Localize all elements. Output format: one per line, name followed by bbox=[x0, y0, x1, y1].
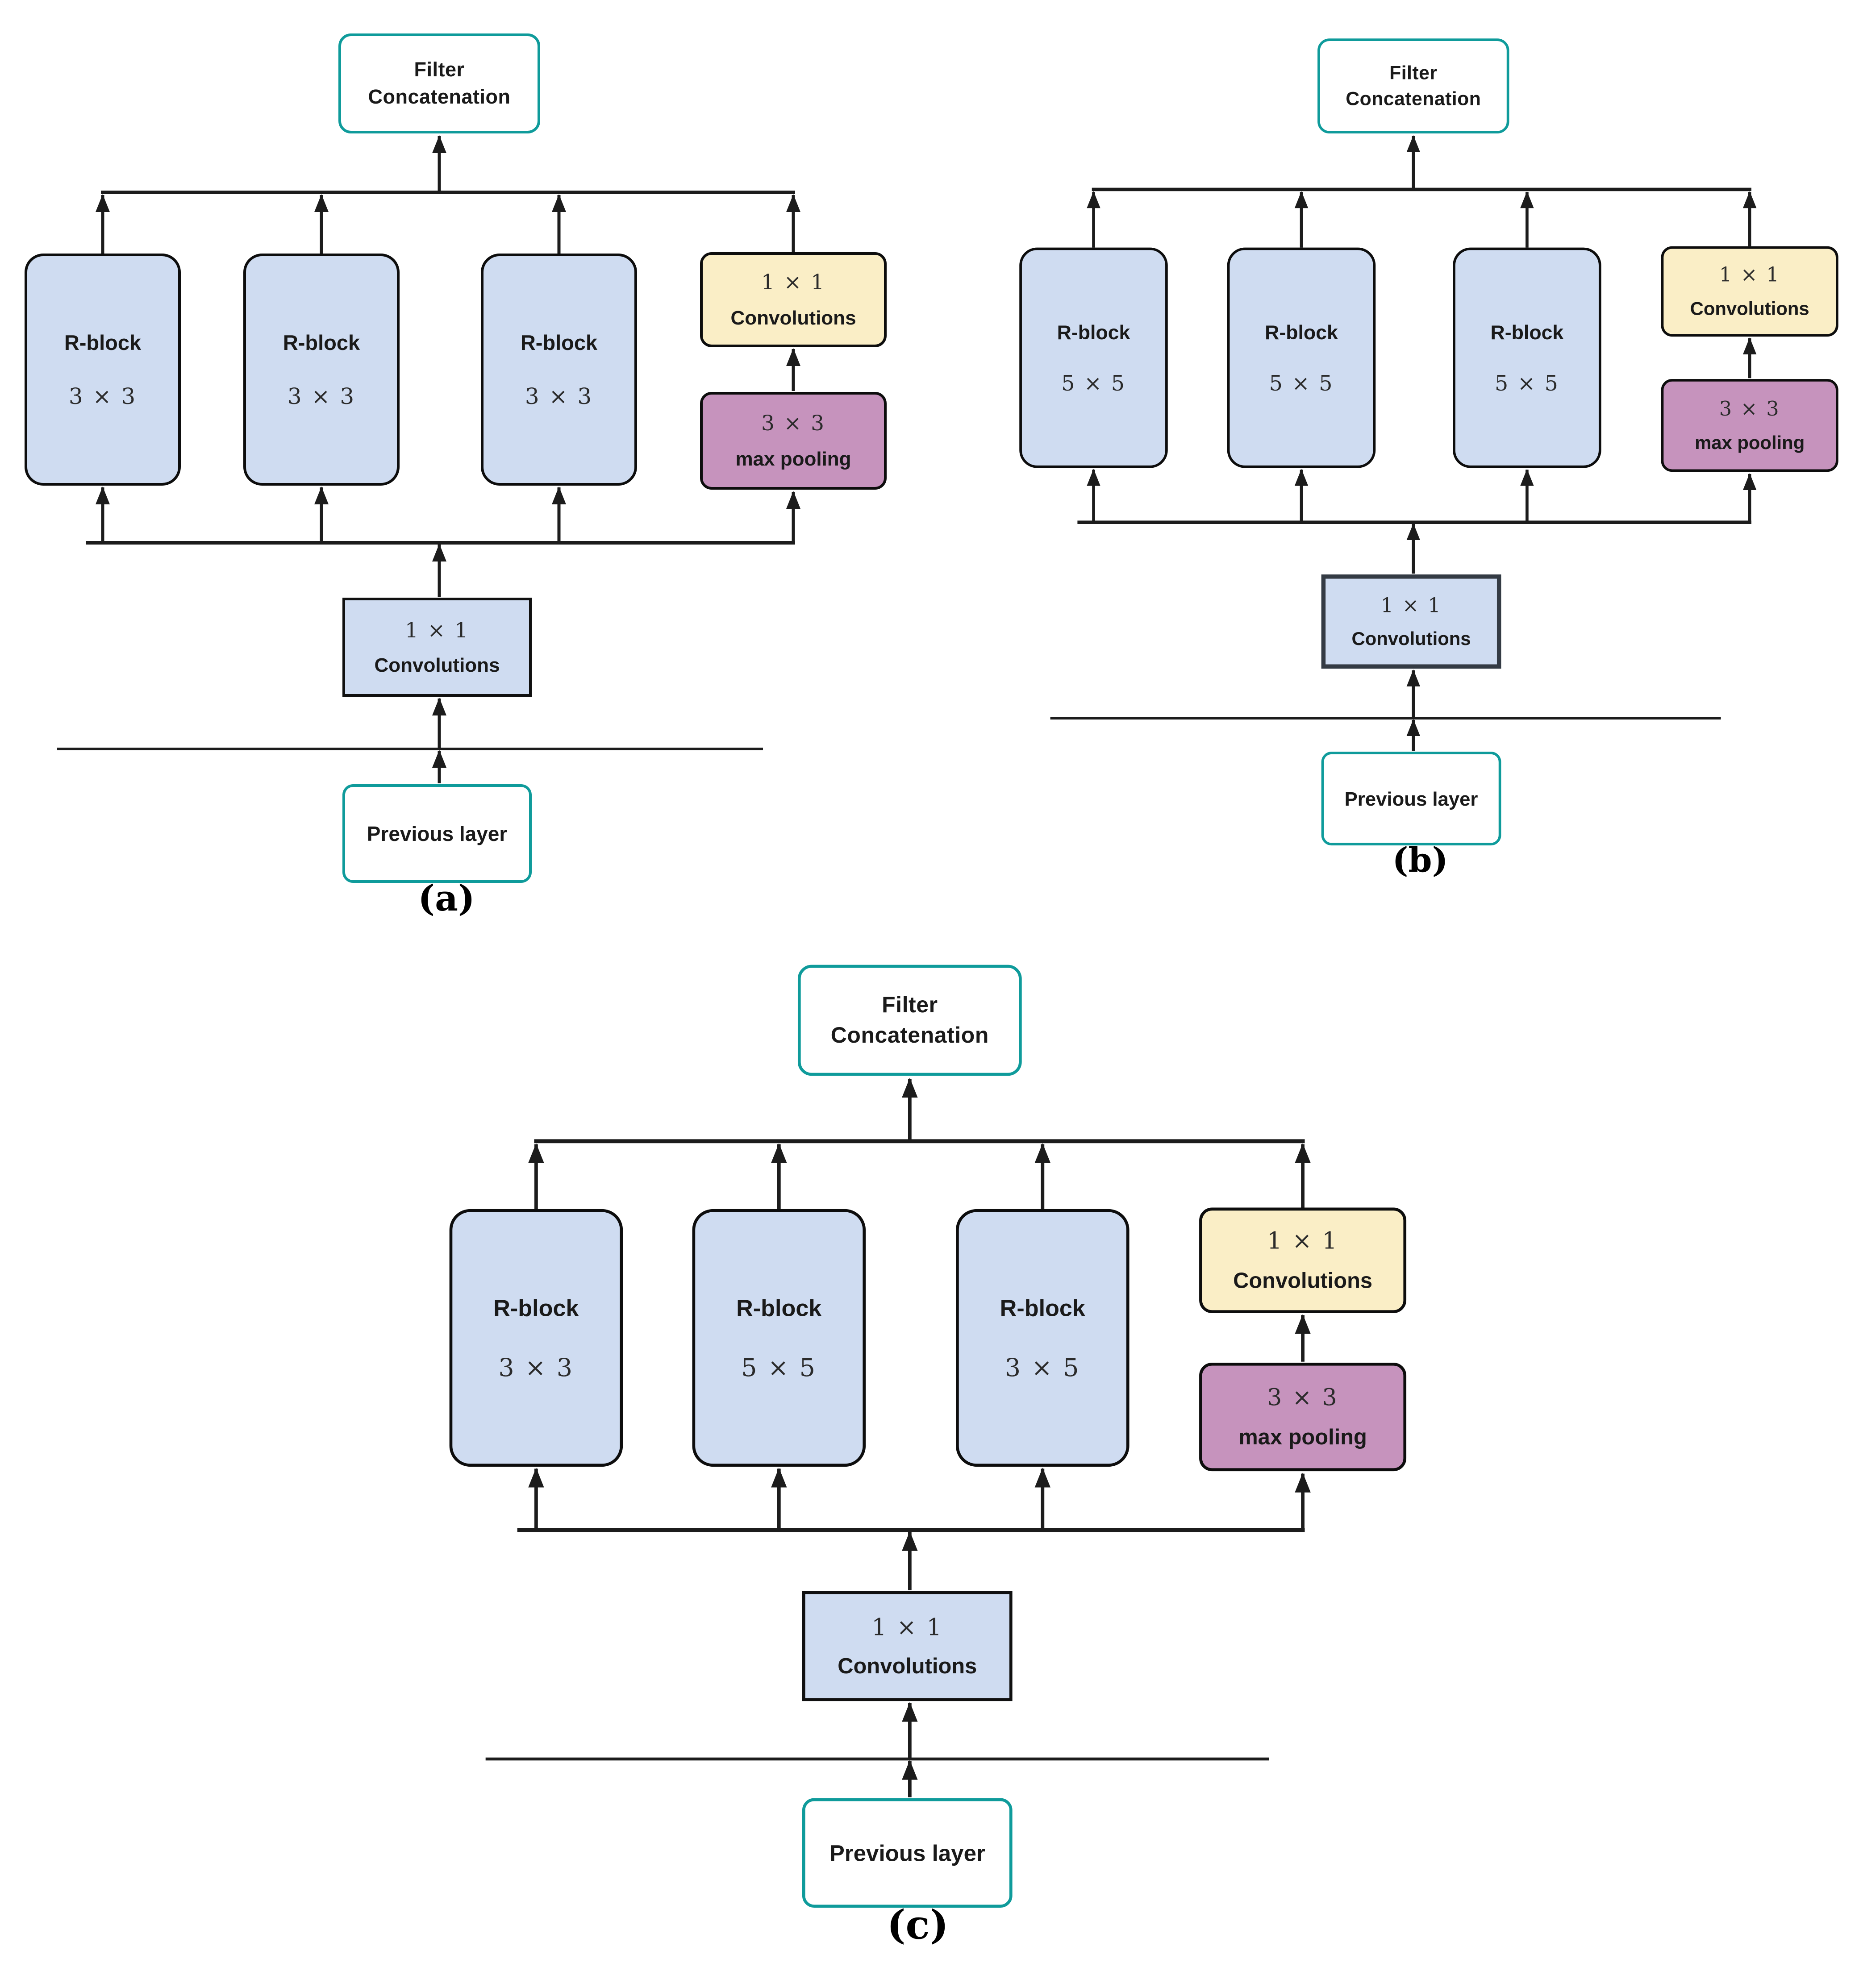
previous-layer-label: Previous layer bbox=[367, 822, 508, 845]
input-conv-label: Convolutions bbox=[838, 1654, 977, 1678]
max-pooling-box: 3 × 3 max pooling bbox=[1661, 379, 1838, 472]
panel-b: Filter Concatenation R-block 5 × 5 R-blo… bbox=[1013, 32, 1859, 914]
r-block-box: R-block 5 × 5 bbox=[692, 1209, 866, 1467]
input-conv-kernel: 1 × 1 bbox=[871, 1614, 943, 1641]
filter-concatenation-box: Filter Concatenation bbox=[797, 965, 1022, 1076]
previous-layer-box: Previous layer bbox=[802, 1798, 1013, 1908]
filter-concatenation-box: Filter Concatenation bbox=[1317, 38, 1509, 134]
r-block-kernel: 3 × 3 bbox=[287, 383, 356, 409]
r-block-kernel: 3 × 5 bbox=[1005, 1353, 1080, 1382]
input-conv-box: 1 × 1 Convolutions bbox=[1321, 574, 1501, 669]
conv-branch-label: Convolutions bbox=[730, 307, 856, 329]
conv-branch-label: Convolutions bbox=[1233, 1268, 1373, 1293]
r-block-title: R-block bbox=[493, 1294, 579, 1321]
r-block-box: R-block 3 × 3 bbox=[25, 254, 181, 486]
pool-kernel: 3 × 3 bbox=[1267, 1384, 1339, 1411]
r-block-title: R-block bbox=[64, 330, 142, 354]
pool-label: max pooling bbox=[1238, 1425, 1367, 1450]
r-block-title: R-block bbox=[1490, 320, 1564, 343]
filter-concatenation-line2: Concatenation bbox=[830, 1022, 989, 1048]
r-block-kernel: 5 × 5 bbox=[1061, 370, 1126, 395]
previous-layer-label: Previous layer bbox=[829, 1840, 985, 1866]
filter-concatenation-line2: Concatenation bbox=[1346, 87, 1481, 109]
conv-branch-kernel: 1 × 1 bbox=[1267, 1227, 1339, 1255]
input-conv-label: Convolutions bbox=[1351, 628, 1471, 649]
max-pooling-box: 3 × 3 max pooling bbox=[1199, 1362, 1407, 1472]
r-block-kernel: 5 × 5 bbox=[1495, 370, 1559, 395]
input-conv-box: 1 × 1 Convolutions bbox=[342, 598, 532, 697]
conv-1x1-branch-box: 1 × 1 Convolutions bbox=[700, 252, 887, 347]
conv-branch-label: Convolutions bbox=[1690, 298, 1809, 320]
panel-caption: (c) bbox=[887, 1901, 949, 1948]
filter-concatenation-line1: Filter bbox=[882, 992, 938, 1018]
panel-caption: (b) bbox=[1392, 840, 1448, 880]
r-block-title: R-block bbox=[1000, 1294, 1085, 1321]
connector-arrows bbox=[57, 135, 800, 783]
previous-layer-label: Previous layer bbox=[1344, 787, 1478, 810]
filter-concatenation-line2: Concatenation bbox=[368, 85, 511, 108]
filter-concatenation-line1: Filter bbox=[414, 58, 465, 81]
r-block-box: R-block 3 × 3 bbox=[243, 254, 400, 486]
r-block-kernel: 3 × 3 bbox=[525, 383, 593, 409]
pool-label: max pooling bbox=[735, 448, 851, 470]
r-block-title: R-block bbox=[1265, 320, 1338, 343]
previous-layer-box: Previous layer bbox=[342, 784, 532, 883]
r-block-box: R-block 3 × 3 bbox=[481, 254, 637, 486]
connector-arrows bbox=[485, 1077, 1311, 1797]
previous-layer-box: Previous layer bbox=[1321, 752, 1501, 846]
filter-concatenation-box: Filter Concatenation bbox=[338, 33, 540, 133]
r-block-box: R-block 3 × 3 bbox=[449, 1209, 623, 1467]
input-conv-box: 1 × 1 Convolutions bbox=[802, 1591, 1013, 1701]
panel-caption: (a) bbox=[418, 877, 475, 919]
r-block-title: R-block bbox=[736, 1294, 822, 1321]
conv-branch-kernel: 1 × 1 bbox=[1719, 263, 1780, 287]
r-block-kernel: 5 × 5 bbox=[741, 1353, 817, 1382]
r-block-kernel: 5 × 5 bbox=[1269, 370, 1334, 395]
input-conv-label: Convolutions bbox=[374, 654, 500, 676]
input-conv-kernel: 1 × 1 bbox=[404, 618, 470, 643]
r-block-box: R-block 5 × 5 bbox=[1453, 247, 1601, 468]
pool-label: max pooling bbox=[1695, 432, 1805, 453]
conv-1x1-branch-box: 1 × 1 Convolutions bbox=[1661, 246, 1838, 337]
conv-1x1-branch-box: 1 × 1 Convolutions bbox=[1199, 1207, 1407, 1313]
r-block-box: R-block 5 × 5 bbox=[1019, 247, 1168, 468]
panel-a: Filter Concatenation R-block 3 × 3 R-blo… bbox=[18, 27, 915, 955]
r-block-title: R-block bbox=[283, 330, 360, 354]
r-block-box: R-block 3 × 5 bbox=[956, 1209, 1130, 1467]
filter-concatenation-line1: Filter bbox=[1389, 62, 1438, 84]
connector-arrows bbox=[1050, 135, 1757, 751]
r-block-title: R-block bbox=[520, 330, 598, 354]
max-pooling-box: 3 × 3 max pooling bbox=[700, 392, 887, 490]
input-conv-kernel: 1 × 1 bbox=[1380, 594, 1442, 617]
conv-branch-kernel: 1 × 1 bbox=[761, 270, 826, 295]
r-block-kernel: 3 × 3 bbox=[498, 1353, 574, 1382]
panel-c: Filter Concatenation R-block 3 × 3 R-blo… bbox=[442, 957, 1438, 1988]
r-block-kernel: 3 × 3 bbox=[68, 383, 137, 409]
r-block-box: R-block 5 × 5 bbox=[1227, 247, 1376, 468]
pool-kernel: 3 × 3 bbox=[1719, 397, 1780, 421]
r-block-title: R-block bbox=[1057, 320, 1130, 343]
pool-kernel: 3 × 3 bbox=[761, 411, 826, 436]
